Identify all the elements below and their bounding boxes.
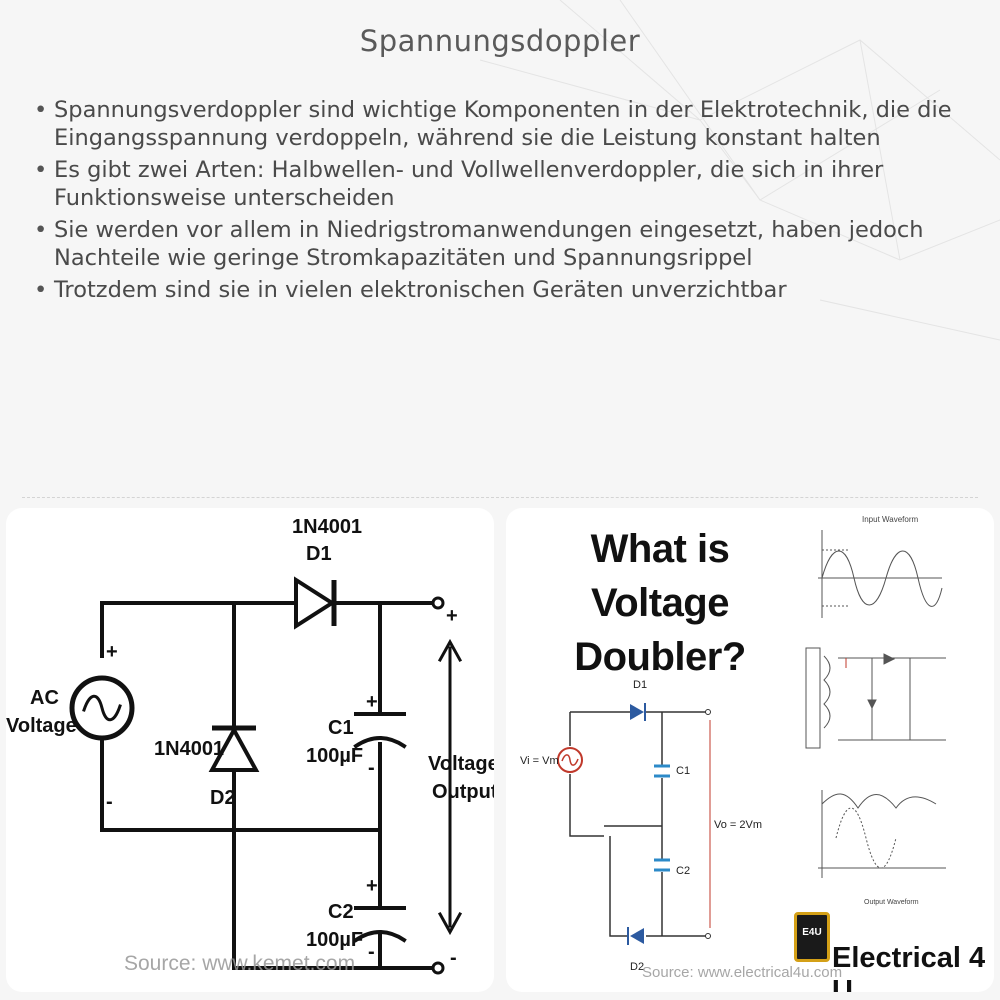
bullet-list: Spannungsverdoppler sind wichtige Kompon… xyxy=(32,96,982,308)
ac-plus-sign: + xyxy=(106,641,118,663)
electrical4u-logo-icon: E4U xyxy=(794,912,830,962)
diode-d2-icon xyxy=(630,928,644,944)
diode-d1-icon xyxy=(630,704,644,720)
c1-label: C1 xyxy=(328,717,354,739)
input-waveform-title: Input Waveform xyxy=(862,515,919,524)
c2-minus-sign: - xyxy=(368,941,375,963)
output-terminal-bottom xyxy=(431,961,445,975)
c2-value: 100µF xyxy=(306,929,363,951)
output-terminal-top xyxy=(431,596,445,610)
source-caption: Source: www.electrical4u.com xyxy=(642,964,843,981)
c1-label: C1 xyxy=(676,765,690,777)
full-wave-circuit xyxy=(805,647,946,749)
brand-logo-text: E4U xyxy=(802,927,822,938)
c2-label: C2 xyxy=(328,901,354,923)
c2-label: C2 xyxy=(676,865,690,877)
ac-source-icon xyxy=(557,747,583,773)
brand-name: Electrical 4 U xyxy=(832,942,986,992)
output-plus-sign: + xyxy=(446,605,458,627)
output-minus-sign: - xyxy=(450,947,457,969)
bullet-item: Es gibt zwei Arten: Halbwellen- und Voll… xyxy=(32,156,982,212)
section-divider xyxy=(22,497,978,498)
d1-part-label: 1N4001 xyxy=(292,516,362,538)
schematic-image-kemet: 1N4001 D1 1N4001 D2 AC Voltage C1 100µF … xyxy=(6,508,494,992)
output-waveform-plot: Output Waveform xyxy=(818,790,946,906)
c1-value: 100µF xyxy=(306,745,363,767)
c1-minus-sign: - xyxy=(368,757,375,779)
voltage-doubler-image-electrical4u: What is Voltage Doubler? xyxy=(506,508,994,992)
d1-label: D1 xyxy=(306,543,332,565)
ac-label: AC xyxy=(30,687,59,709)
image-heading: What is Voltage Doubler? xyxy=(574,527,746,679)
output-label-2: Output xyxy=(432,781,494,803)
capacitor-c1-icon xyxy=(654,764,670,778)
vo-label: Vo = 2Vm xyxy=(714,819,762,831)
diode-d2-icon xyxy=(208,725,260,772)
input-waveform-plot: Input Waveform xyxy=(818,515,943,618)
d2-label: D2 xyxy=(630,961,644,973)
c2-plus-sign: + xyxy=(366,875,378,897)
bullet-item: Spannungsverdoppler sind wichtige Kompon… xyxy=(32,96,982,152)
output-label: Voltage xyxy=(428,753,494,775)
d2-label: D2 xyxy=(210,787,236,809)
d1-label: D1 xyxy=(633,679,647,691)
bullet-item: Trotzdem sind sie in vielen elektronisch… xyxy=(32,276,982,304)
source-caption: Source: www.kemet.com xyxy=(124,952,356,975)
vi-label: Vi = Vm xyxy=(520,755,559,767)
d2-part-label: 1N4001 xyxy=(154,738,224,760)
c1-plus-sign: + xyxy=(366,691,378,713)
diode-d1-icon xyxy=(294,576,336,630)
capacitor-c2-icon xyxy=(654,858,670,872)
doubler-diagram: D1 D2 C1 C2 Vi = Vm Vo = 2Vm Input Wavef… xyxy=(520,515,946,973)
voltage-doubler-schematic: 1N4001 D1 1N4001 D2 AC Voltage C1 100µF … xyxy=(6,516,494,975)
ac-minus-sign: - xyxy=(106,791,113,813)
output-waveform-title: Output Waveform xyxy=(864,899,919,906)
bullet-item: Sie werden vor allem in Niedrigstromanwe… xyxy=(32,216,982,272)
ac-label-voltage: Voltage xyxy=(6,715,77,737)
page-title: Spannungsdoppler xyxy=(359,24,641,58)
